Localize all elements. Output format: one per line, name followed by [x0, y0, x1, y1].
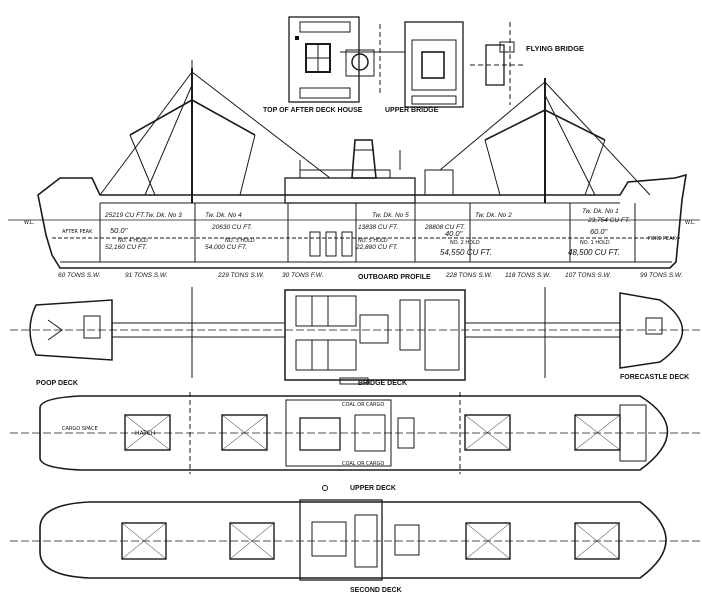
coal-or-cargo-top-label: COAL OR CARGO: [342, 402, 384, 408]
tween-deck-4-cu: 20630 CU FT.: [211, 224, 252, 231]
tween-deck-1-cu: 23,754 CU FT.: [587, 217, 630, 224]
hold-2-name: NO. 2 HOLD: [450, 240, 480, 246]
hold-4-name: NO. 4 HOLD: [118, 238, 148, 244]
hold-5-cu: 22,880 CU FT.: [355, 244, 398, 251]
upper-deck-label: UPPER DECK: [350, 485, 396, 492]
waterline-aft-label: W.L.: [24, 220, 35, 226]
second-deck-label: SECOND DECK: [350, 587, 402, 594]
hold-3-cu: 54,000 CU FT.: [205, 244, 247, 251]
upper-bridge-view: [340, 21, 464, 108]
poop-deck-plan: [10, 299, 700, 361]
hold-3-name: NO. 3 HOLD: [225, 238, 255, 244]
hold-5-name: NO. 5 HOLD: [358, 238, 388, 244]
coal-or-cargo-bottom-label: COAL OR CARGO: [342, 461, 384, 467]
tonnage-1: 60 TONS S.W.: [58, 272, 101, 279]
tween-deck-2-label: Tw. Dk. No 2: [475, 212, 512, 219]
hold-4-cu: 52,160 CU FT.: [105, 244, 147, 251]
tonnage-6: 118 TONS S.W.: [505, 272, 551, 279]
top-after-deckhouse-label: TOP OF AFTER DECK HOUSE: [263, 107, 363, 114]
flying-bridge-label: FLYING BRIDGE: [526, 44, 584, 53]
bridge-deck-plan: [112, 287, 620, 385]
tonnage-2: 91 TONS S.W.: [125, 272, 168, 279]
tonnage-5: 228 TONS S.W.: [445, 272, 492, 279]
hold-1-name: NO. 1 HOLD: [580, 240, 610, 246]
hold-2-cu: 54,550 CU FT.: [440, 248, 492, 257]
hatch-label: HATCH: [135, 430, 155, 437]
forecastle-deck-plan: [619, 292, 684, 369]
cargo-space-label: CARGO SPACE: [62, 426, 98, 432]
second-deck-plan: [10, 499, 700, 581]
outboard-profile-label: OUTBOARD PROFILE: [358, 274, 431, 281]
dim-mid: 40.0": [445, 229, 463, 238]
upper-deck-plan: [10, 392, 700, 491]
tween-deck-3-cu: 25219 CU FT.: [104, 212, 145, 219]
tonnage-8: 99 TONS S.W.: [640, 272, 683, 279]
hold-1-cu: 48,500 CU FT.: [568, 248, 620, 257]
tween-deck-3-label: Tw. Dk. No 3: [145, 212, 182, 219]
tween-deck-5-label: Tw. Dk. No 5: [372, 212, 409, 219]
after-peak-label: AFTER PEAK: [62, 229, 93, 235]
fore-peak-label: FORE PEAK: [648, 236, 677, 242]
waterline-fwd-label: W.L.: [685, 220, 696, 226]
poop-deck-label: POOP DECK: [36, 380, 78, 387]
forecastle-deck-label: FORECASTLE DECK: [620, 374, 689, 381]
tween-deck-1-label: Tw. Dk. No 1: [582, 208, 619, 215]
tween-deck-5-cu: 13838 CU FT.: [358, 224, 398, 231]
flying-bridge-view: [470, 22, 525, 105]
tween-deck-2-cu: 28808 CU FT.: [424, 224, 465, 231]
tween-deck-4-label: Tw. Dk. No 4: [205, 212, 242, 219]
tonnage-7: 107 TONS S.W.: [565, 272, 611, 279]
after-deckhouse-top-view: [288, 16, 360, 103]
tonnage-3: 229 TONS S.W.: [217, 272, 264, 279]
bridge-deck-label: BRIDGE DECK: [358, 380, 407, 387]
outboard-profile: [8, 60, 700, 269]
upper-bridge-label: UPPER BRIDGE: [385, 107, 439, 114]
tonnage-4: 30 TONS F.W.: [282, 272, 324, 279]
dim-aft: 50.0": [110, 226, 128, 235]
dim-fwd: 60.0": [590, 227, 608, 236]
